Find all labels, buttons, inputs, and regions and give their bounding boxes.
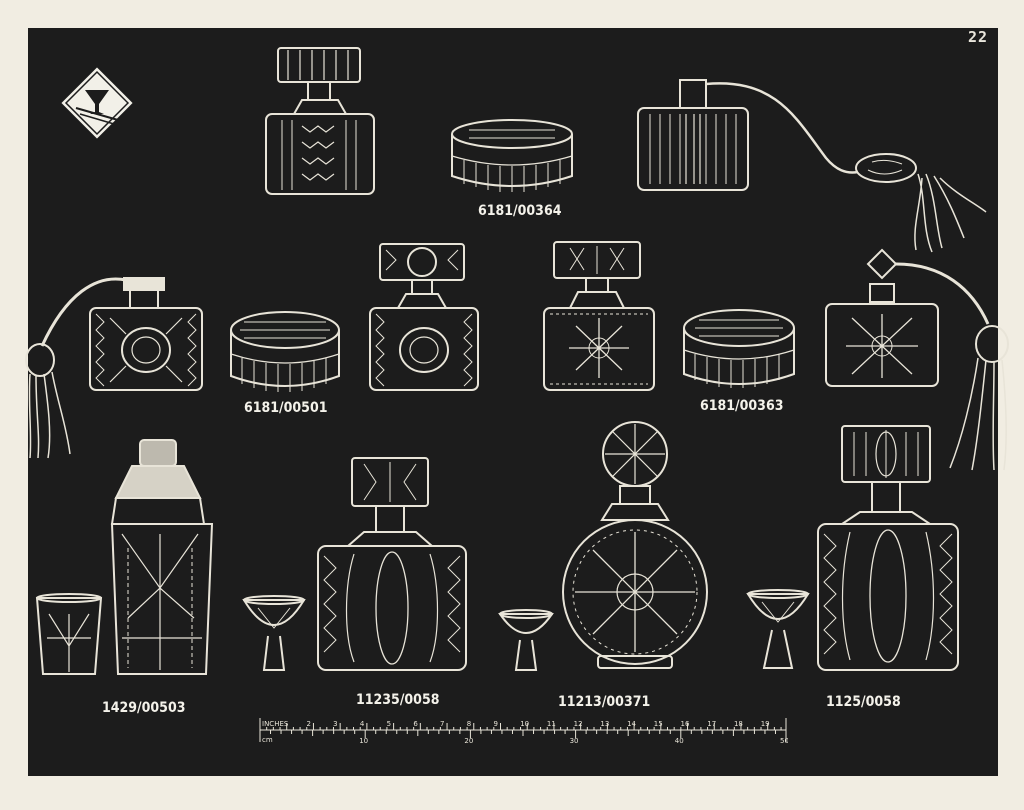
ruler-inch-label: 11 <box>547 720 556 728</box>
perfume-bottle-chevron <box>265 47 375 195</box>
powder-box-oval <box>451 119 573 192</box>
decanter-tall-rectangular <box>817 425 959 671</box>
ruler-inch-label: 17 <box>707 720 716 728</box>
ruler-inch-label: 8 <box>467 720 471 728</box>
page-number: 22 <box>968 28 989 46</box>
ruler-inch-label: 16 <box>681 720 690 728</box>
product-code: 11235/0058 <box>356 692 440 708</box>
ruler-inch-label: 19 <box>761 720 770 728</box>
ruler-inch-label: 5 <box>387 720 391 728</box>
ruler-cm-label: cm <box>262 736 273 744</box>
atomizer-bottle-tassel <box>637 79 987 253</box>
ruler-inch-label: 14 <box>627 720 636 728</box>
powder-box-round <box>230 311 340 392</box>
decanter-round-star <box>562 421 708 669</box>
ruler-inch-label: 7 <box>440 720 444 728</box>
liqueur-glass <box>242 595 306 671</box>
atomizer-bottle-diamond-top <box>825 248 1009 471</box>
ruler-inch-label: 12 <box>574 720 583 728</box>
product-code: 6181/00501 <box>244 400 328 416</box>
ruler-cm-label: 40 <box>675 737 684 744</box>
powder-box-oval-small <box>683 309 795 388</box>
decanter-fan-cut <box>317 457 467 671</box>
ruler-inch-label: 15 <box>654 720 663 728</box>
catalog-plate <box>28 28 998 776</box>
ruler-inch-label: 6 <box>413 720 418 728</box>
ruler-inch-label: 2 <box>306 720 310 728</box>
product-code: 11213/00371 <box>558 694 651 710</box>
ruler-inch-label: 9 <box>493 720 497 728</box>
ruler-inch-label: 3 <box>333 720 337 728</box>
ruler-cm-label: 50 <box>780 737 788 744</box>
atomizer-bottle-cameo <box>25 277 203 459</box>
ruler-inch-label: 13 <box>600 720 609 728</box>
product-code: 1125/0058 <box>826 694 901 710</box>
product-code: 1429/00503 <box>102 700 186 716</box>
ruler-inch-label: 18 <box>734 720 743 728</box>
liqueur-glass <box>498 609 554 671</box>
ruler-cm-label: 20 <box>464 737 473 744</box>
ruler-cm-label: 30 <box>570 737 579 744</box>
perfume-bottle-cameo <box>369 243 479 391</box>
measurement-ruler: INCHES cm 10 20 30 40 50 2 3 4 5 6 7 8 9 10 11 12 13 14 15… <box>259 718 788 744</box>
manufacturer-logo-icon <box>58 64 136 142</box>
liqueur-glass <box>746 589 810 669</box>
tumbler-glass <box>35 593 103 675</box>
product-code: 6181/00364 <box>478 203 562 219</box>
ruler-inches-label: INCHES <box>262 720 289 728</box>
ruler-inch-label: 10 <box>520 720 529 728</box>
ruler-cm-label: 10 <box>359 737 368 744</box>
product-code: 6181/00363 <box>700 398 784 414</box>
perfume-bottle-star-cut <box>543 241 655 391</box>
ruler-inch-label: 4 <box>360 720 365 728</box>
cocktail-shaker <box>110 439 214 675</box>
